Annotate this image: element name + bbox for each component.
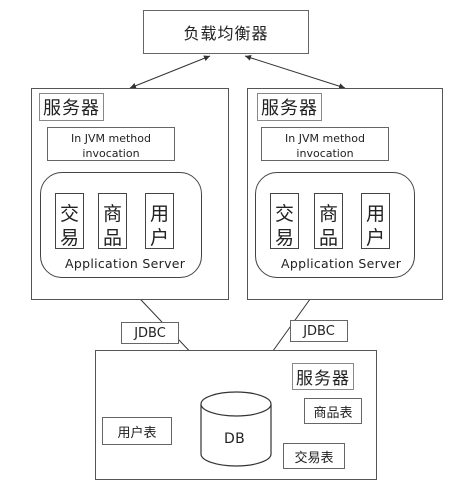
left-app-server-label: Application Server (65, 256, 186, 271)
right-module-trade: 交易 (270, 193, 299, 249)
right-module-product: 商品 (314, 193, 343, 249)
load-balancer-label: 负载均衡器 (183, 24, 269, 43)
user-table-box: 用户表 (102, 417, 172, 445)
db-label: DB (224, 431, 245, 447)
left-jdbc-label: JDBC (121, 322, 179, 344)
right-module-user: 用户 (361, 193, 390, 249)
left-module-product: 商品 (98, 193, 127, 249)
right-server-title: 服务器 (257, 93, 322, 121)
left-module-user: 用户 (145, 193, 174, 249)
right-app-server-label: Application Server (281, 256, 402, 271)
lb-to-right-server-arrow (244, 54, 346, 90)
db-server-title: 服务器 (292, 363, 354, 390)
trade-table-box: 交易表 (283, 443, 345, 469)
lb-to-left-server-arrow (129, 55, 211, 89)
left-jvm-note: In JVM method invocation (47, 127, 175, 161)
db-cylinder (200, 391, 272, 467)
product-table-box: 商品表 (304, 398, 362, 424)
load-balancer-box: 负载均衡器 (143, 10, 309, 54)
left-module-trade: 交易 (55, 193, 84, 249)
right-jdbc-label: JDBC (290, 320, 348, 342)
left-server-title: 服务器 (39, 93, 104, 121)
right-jvm-note: In JVM method invocation (261, 127, 389, 161)
